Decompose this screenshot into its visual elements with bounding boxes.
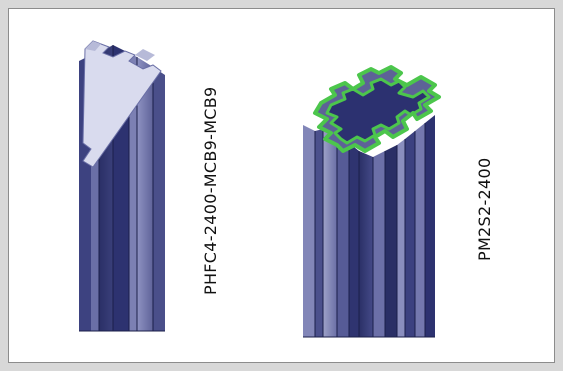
rail-end-face bbox=[82, 40, 162, 168]
part-label-left: PHFC4-2400-MCB9-MCB9 bbox=[201, 86, 220, 295]
window-top-strip bbox=[0, 0, 563, 8]
post-end-face bbox=[313, 65, 441, 153]
square-profile-post-icon bbox=[303, 65, 441, 338]
part-left bbox=[69, 39, 219, 339]
part-label-right: PM2S2-2400 bbox=[475, 157, 494, 261]
product-image-panel: PHFC4-2400-MCB9-MCB9 bbox=[8, 8, 555, 363]
h-shaped-profile-rail-icon bbox=[79, 40, 165, 332]
part-right bbox=[301, 55, 461, 340]
